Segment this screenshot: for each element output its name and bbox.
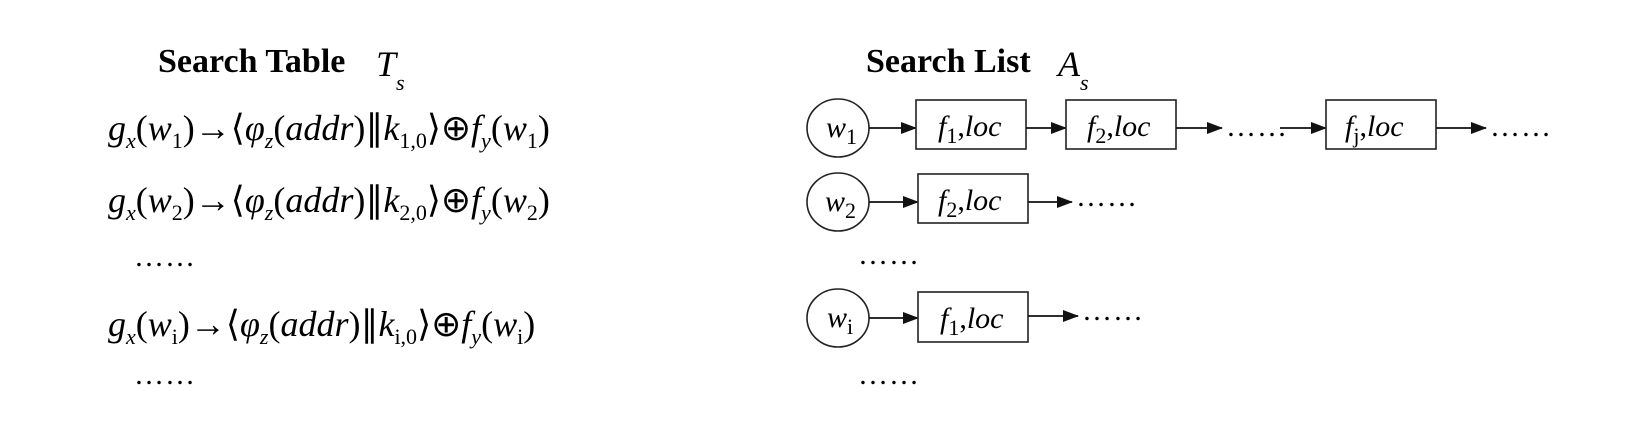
file-entry-box: [1065, 99, 1177, 150]
file-entry-box: [915, 99, 1027, 150]
search-list-symbol: As: [1056, 44, 1089, 95]
file-entry-box: [1325, 99, 1437, 150]
list-row-2: w2 f2,loc ……: [806, 172, 1138, 232]
list-tail-ellipsis: ……: [1490, 110, 1552, 143]
search-table-symbol: Ts: [376, 44, 405, 95]
list-tail-ellipsis: ……: [1082, 294, 1144, 327]
file-entry-label: f1,loc: [940, 302, 1004, 340]
table-row-i: gx(wi)→⟨φz(addr)∥ki,0⟩⊕fy(wi): [108, 304, 535, 349]
keyword-node-i-label: wi: [827, 301, 853, 339]
file-entry-box: [917, 291, 1029, 343]
table-ellipsis: ……: [134, 240, 196, 273]
list-tail-ellipsis: ……: [1076, 180, 1138, 213]
table-trailing-ellipsis: ……: [134, 358, 196, 391]
table-row-1: gx(w1)→⟨φz(addr)∥k1,0⟩⊕fy(w1): [108, 108, 550, 153]
keyword-node-1-label: w1: [826, 111, 857, 149]
table-row-2: gx(w2)→⟨φz(addr)∥k2,0⟩⊕fy(w2): [108, 180, 550, 225]
list-row-i: wi f1,loc ……: [806, 288, 1144, 348]
file-entry-box: [917, 173, 1029, 224]
list-ellipsis: ……: [858, 238, 920, 271]
list-mid-ellipsis: ……: [1226, 110, 1288, 143]
search-table: Search Table Ts gx(w1)→⟨φz(addr)∥k1,0⟩⊕f…: [108, 43, 550, 391]
keyword-node-2-label: w2: [825, 185, 856, 223]
search-table-title: Search Table: [158, 43, 345, 80]
list-trailing-ellipsis: ……: [858, 358, 920, 391]
search-list: Search List As w1 f1,loc f2,loc ……: [806, 43, 1552, 391]
file-entry-label: f2,loc: [938, 184, 1002, 222]
search-list-title: Search List: [866, 43, 1031, 80]
list-row-1: w1 f1,loc f2,loc …… fj,loc ……: [806, 98, 1552, 158]
